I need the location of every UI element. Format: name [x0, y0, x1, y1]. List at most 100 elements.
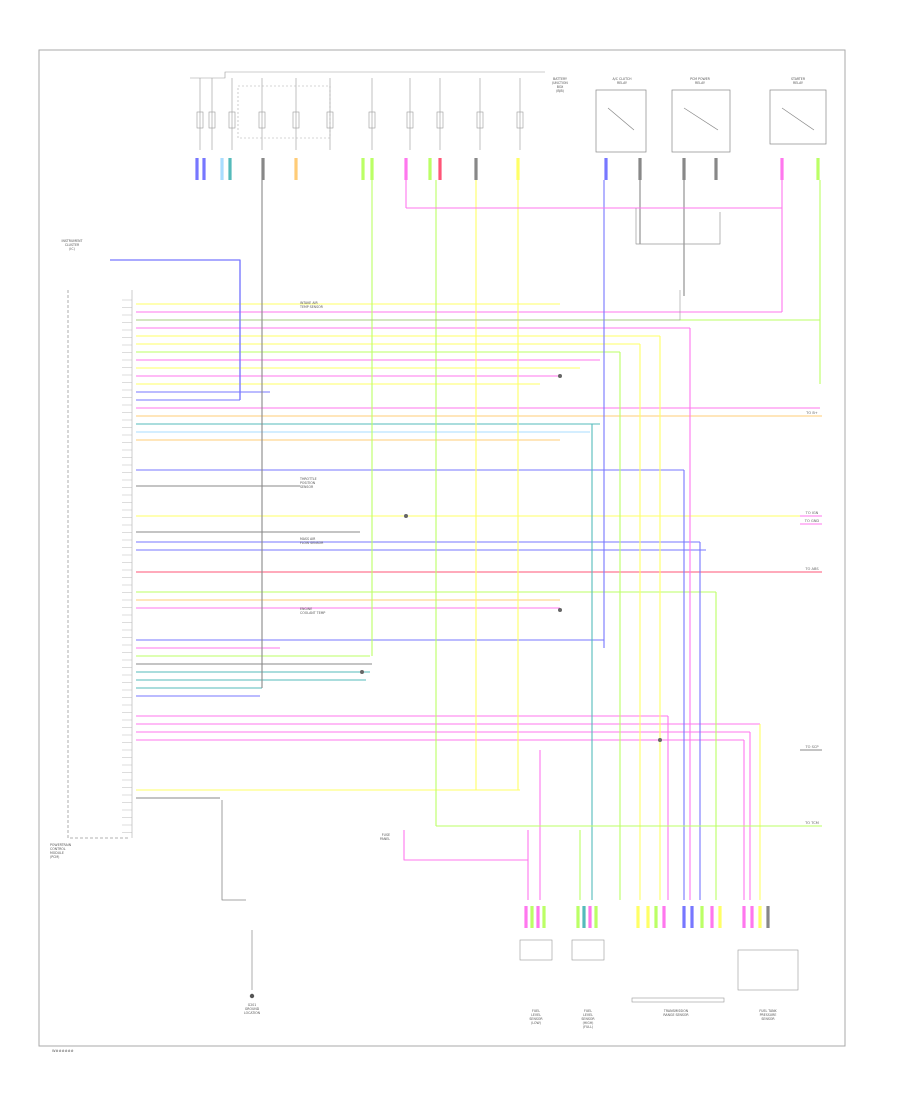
fuse-symbol — [368, 111, 376, 129]
bottom-connector-pin — [524, 906, 528, 928]
connector-pin — [474, 158, 478, 180]
bottom-connector-pin — [646, 906, 650, 928]
bottom-connector-pin — [718, 906, 722, 928]
connector-pin — [370, 158, 374, 180]
connector-pin — [202, 158, 206, 180]
bottom-connector-pin — [530, 906, 534, 928]
ground-symbol — [249, 993, 255, 999]
ignition-switch-box — [237, 85, 331, 139]
connector-pin — [404, 158, 408, 180]
splice-dot — [558, 608, 562, 612]
connector-pin — [516, 158, 520, 180]
bottom-connector-pin — [690, 906, 694, 928]
fuse-symbol — [228, 111, 236, 129]
fuse-symbol — [292, 111, 300, 129]
bottom-connector-pin — [766, 906, 770, 928]
fuse-symbol — [208, 111, 216, 129]
bottom-connector-pin — [582, 906, 586, 928]
bottom-component-box — [737, 949, 799, 991]
outer-frame — [38, 49, 846, 1047]
connector-pin — [638, 158, 642, 180]
bottom-connector-pin — [700, 906, 704, 928]
diagram-frame — [38, 49, 846, 1047]
bottom-connector-pin — [536, 906, 540, 928]
bottom-connector-pin — [594, 906, 598, 928]
connector-pin — [682, 158, 686, 180]
gray-return — [136, 290, 681, 321]
relay-control-loop — [635, 208, 721, 245]
edge-label: TO SCP — [804, 745, 819, 749]
relay-box — [595, 89, 647, 153]
ic-data-link — [110, 259, 241, 400]
wire-harness — [110, 180, 822, 901]
bottom-component-box — [571, 939, 605, 961]
edge-label: TO TCM — [804, 821, 819, 825]
bottom-connector-pin — [636, 906, 640, 928]
connector-pin — [294, 158, 298, 180]
relay-switch — [607, 107, 635, 131]
bottom-connector-pin — [710, 906, 714, 928]
relay-switch — [781, 107, 815, 131]
component-symbols — [190, 71, 827, 1003]
bottom-connector-pin — [662, 906, 666, 928]
connector-pin — [604, 158, 608, 180]
footer-code: W###### — [52, 1049, 74, 1053]
connector-pin — [361, 158, 365, 180]
connector-pin — [816, 158, 820, 180]
fuse-symbol — [516, 111, 524, 129]
connector-pin — [780, 158, 784, 180]
fuse-symbol — [196, 111, 204, 129]
connector-pin — [261, 158, 265, 180]
edge-label: TO B+ — [805, 411, 818, 415]
fuse-symbol — [258, 111, 266, 129]
bottom-connector-pin — [588, 906, 592, 928]
connector-pin — [195, 158, 199, 180]
bottom-connector-pin — [542, 906, 546, 928]
bottom-connector-pin — [576, 906, 580, 928]
bottom-component-box — [631, 997, 725, 1003]
edge-label: TO IGN — [805, 511, 819, 515]
b-plus-bus — [190, 71, 545, 79]
splice-dot — [404, 514, 408, 518]
relay-switch — [683, 107, 719, 131]
bottom-component-box — [519, 939, 553, 961]
bottom-connector-pin — [654, 906, 658, 928]
connector-pin — [438, 158, 442, 180]
ground-wire — [221, 800, 246, 901]
splice-dot — [558, 374, 562, 378]
lower-pink-loop — [403, 830, 528, 861]
connector-pin — [428, 158, 432, 180]
splice-dot — [360, 670, 364, 674]
splice-dot — [658, 738, 662, 742]
bottom-connector-pin — [682, 906, 686, 928]
connector-pin — [228, 158, 232, 180]
bottom-connector-pin — [742, 906, 746, 928]
relay-box — [671, 89, 731, 153]
fuse-symbol — [476, 111, 484, 129]
connector-pin — [220, 158, 224, 180]
pcm-outline — [67, 290, 130, 839]
edge-label: TO GND — [804, 519, 820, 523]
fuse-symbol — [436, 111, 444, 129]
bottom-connector-pin — [750, 906, 754, 928]
bottom-connector-pin — [758, 906, 762, 928]
connector-pin — [714, 158, 718, 180]
